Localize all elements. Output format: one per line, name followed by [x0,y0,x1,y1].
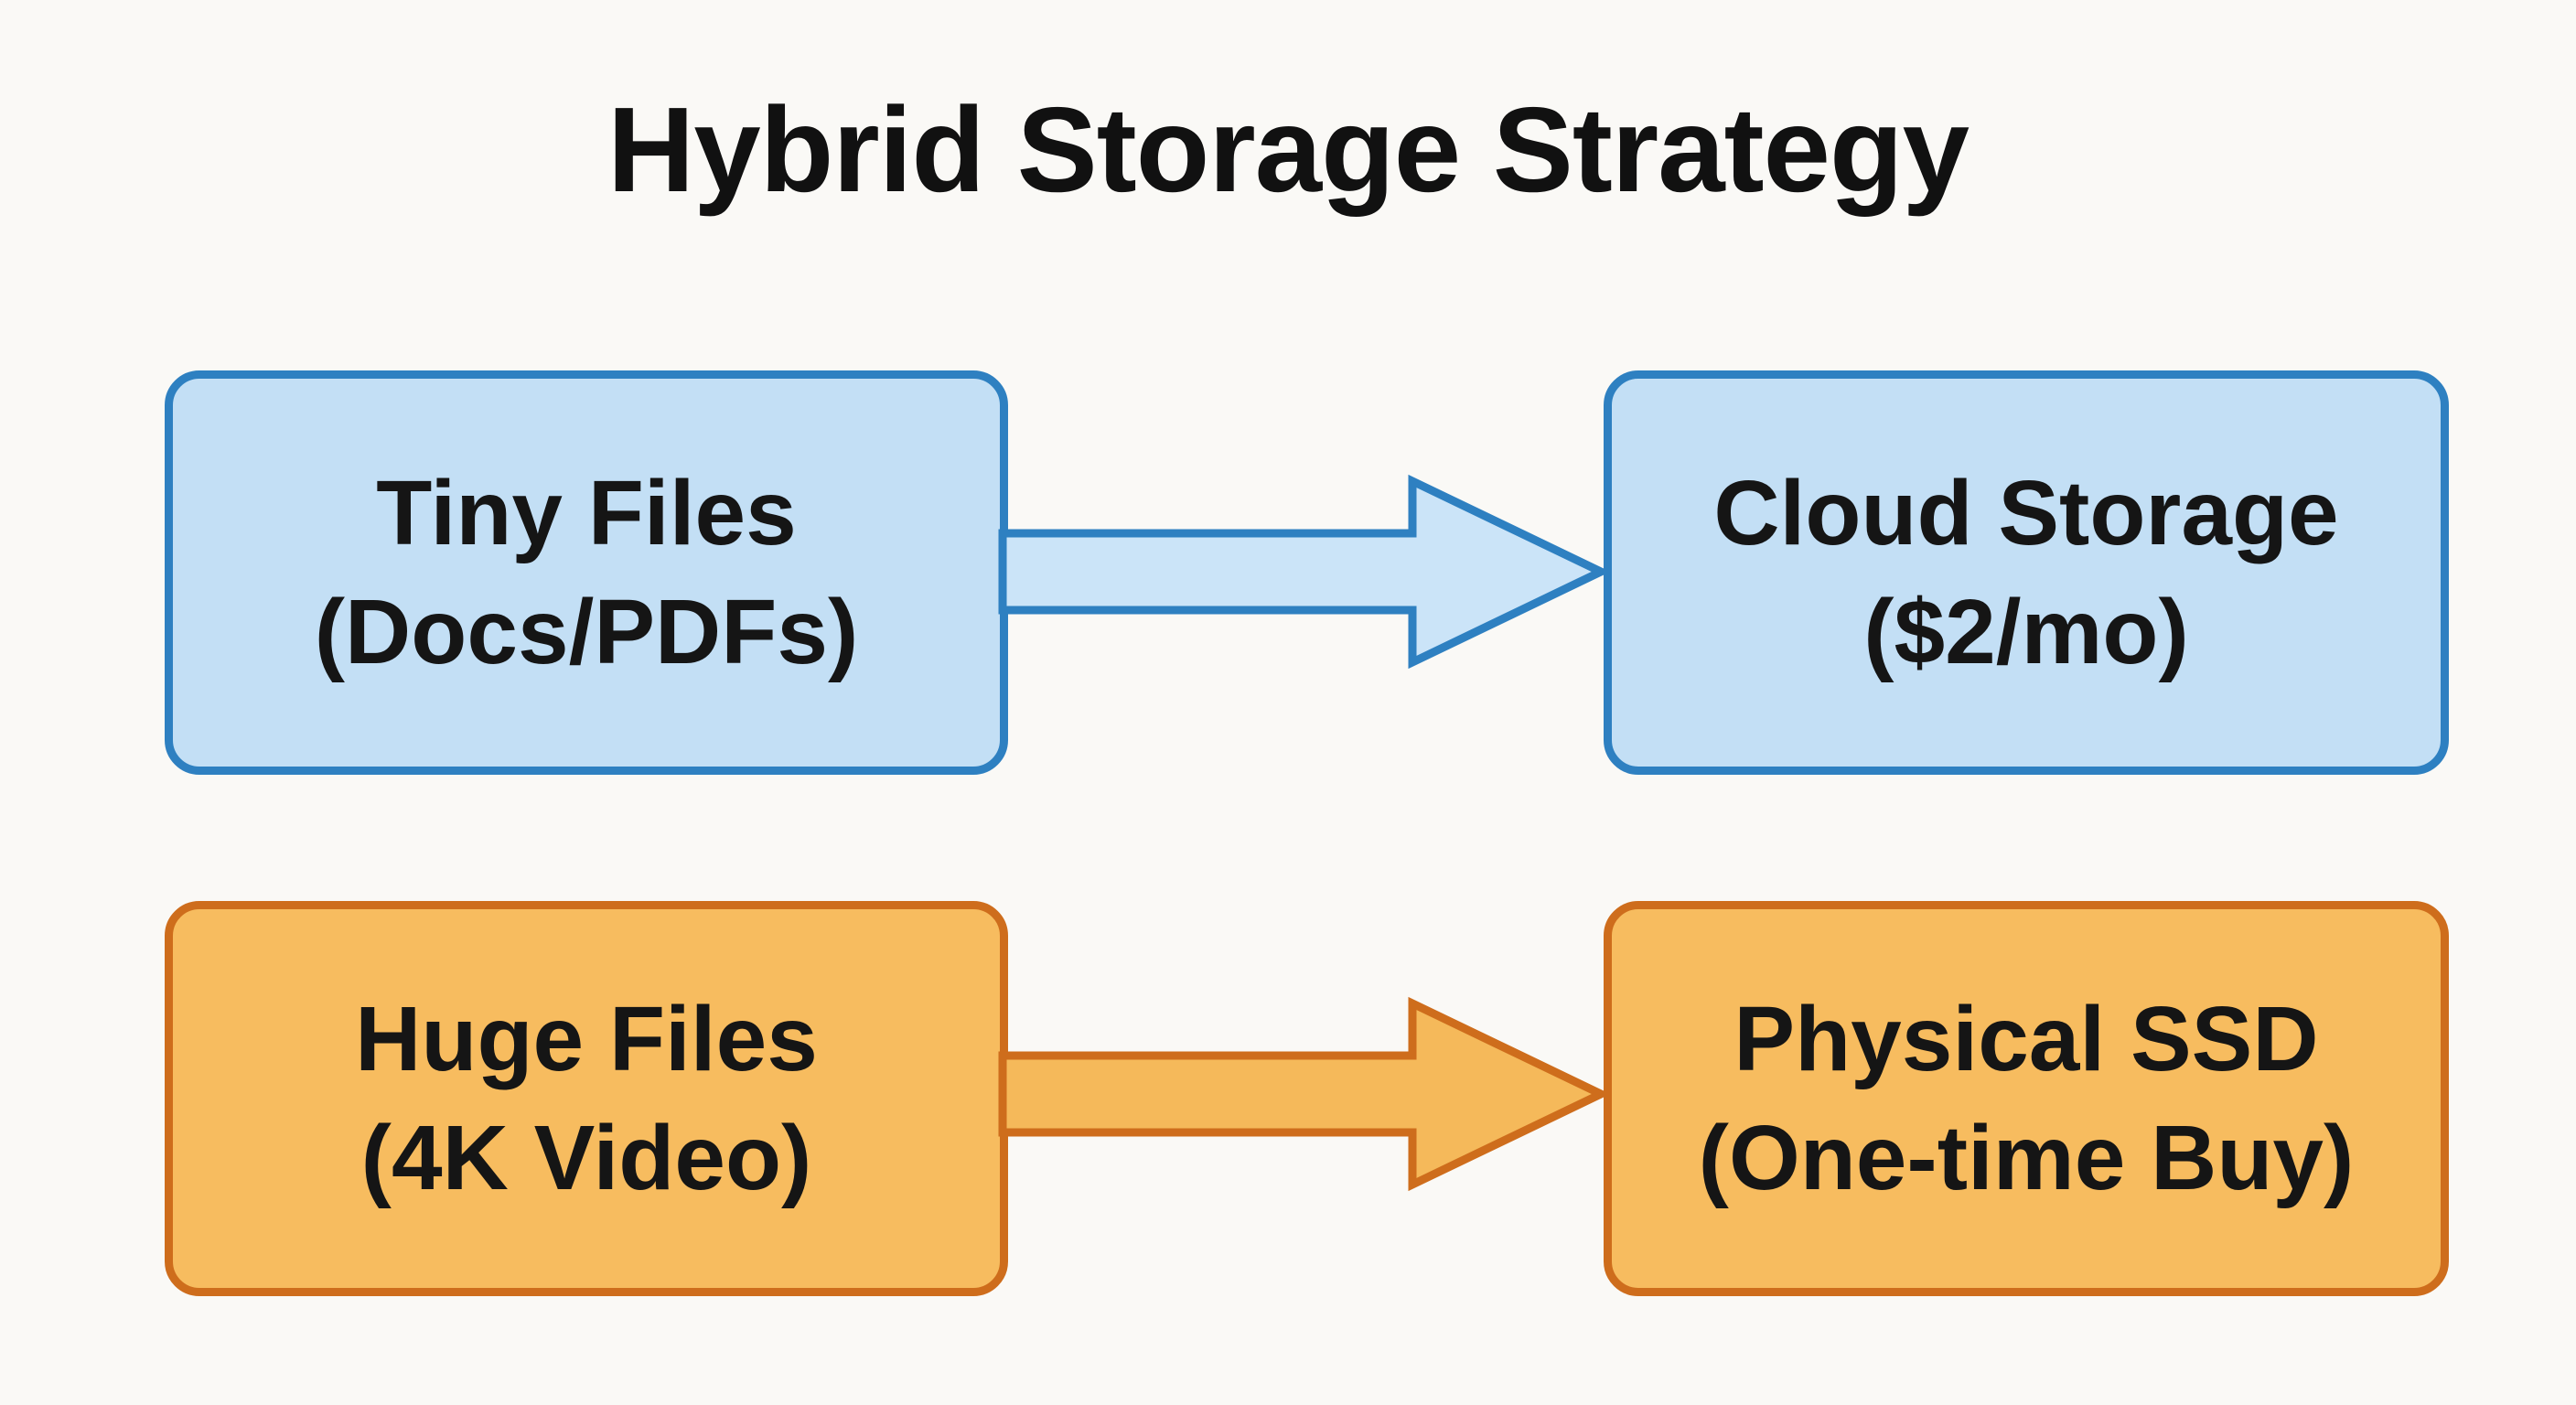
node-label-line1: Tiny Files [376,462,797,564]
node-label-line2: (Docs/PDFs) [314,581,859,683]
right-arrow-shape [998,474,1611,670]
page-title: Hybrid Storage Strategy [606,82,1970,217]
node-cloud-storage: Cloud Storage ($2/mo) [1604,370,2449,775]
node-label-line2: ($2/mo) [1863,581,2189,683]
node-label-line2: (One-time Buy) [1698,1107,2355,1209]
node-label-line2: (4K Video) [360,1107,812,1209]
node-huge-files: Huge Files (4K Video) [165,901,1008,1296]
node-physical-ssd: Physical SSD (One-time Buy) [1604,901,2449,1296]
node-label-line1: Cloud Storage [1713,462,2339,564]
connector-arrow-tiny-files-to-cloud-storage [998,474,1611,670]
right-arrow-icon [998,996,1611,1192]
node-label-line1: Huge Files [355,988,818,1090]
connector-arrow-huge-files-to-physical-ssd [998,996,1611,1192]
node-label-line1: Physical SSD [1733,988,2319,1090]
node-tiny-files: Tiny Files (Docs/PDFs) [165,370,1008,775]
right-arrow-shape [998,996,1611,1192]
right-arrow-icon [998,474,1611,670]
